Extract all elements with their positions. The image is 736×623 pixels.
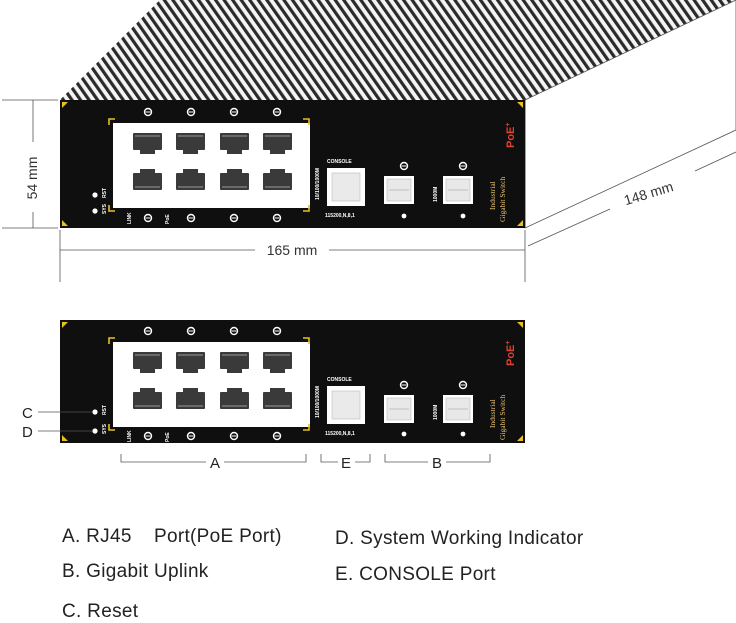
- rj45-port[interactable]: [173, 349, 208, 376]
- console-label: CONSOLE: [327, 377, 352, 383]
- sfp-port[interactable]: [442, 394, 474, 424]
- speed-label: 10/100/1000M: [315, 386, 321, 418]
- rj45-port[interactable]: [217, 166, 252, 193]
- rj45-port[interactable]: [130, 166, 165, 193]
- brand-line2: Gigabit Switch: [498, 177, 507, 222]
- callout-e: E: [341, 455, 351, 472]
- rj45-port[interactable]: [260, 166, 295, 193]
- poe-small-label: PoE: [165, 432, 171, 442]
- rj45-port[interactable]: [217, 385, 252, 412]
- brand-line1: Industrial: [488, 399, 497, 428]
- rj45-port[interactable]: [260, 349, 295, 376]
- depth-dimension: [527, 151, 736, 247]
- callout-b: B: [432, 455, 442, 472]
- reset-button[interactable]: [92, 409, 98, 415]
- rj45-port[interactable]: [130, 385, 165, 412]
- rst-label: RST: [102, 188, 108, 198]
- sfp-port[interactable]: [383, 394, 415, 424]
- sfp-port[interactable]: [442, 175, 474, 205]
- rj45-port[interactable]: [217, 349, 252, 376]
- baud-label: 115200,N,8,1: [325, 213, 355, 219]
- sys-label: SYS: [102, 203, 108, 214]
- link-label: LINK: [127, 430, 133, 442]
- legend-item-a: A. RJ45 Port(PoE Port): [62, 526, 282, 547]
- rst-label: RST: [102, 405, 108, 415]
- sys-label: SYS: [102, 423, 108, 434]
- rj45-port[interactable]: [130, 130, 165, 157]
- rj45-port[interactable]: [130, 349, 165, 376]
- rj45-port[interactable]: [217, 130, 252, 157]
- front-panel-view: LINK PoE 10/100/1000M RST SYS CONSOLE 11…: [22, 320, 525, 472]
- rj45-port[interactable]: [173, 166, 208, 193]
- isometric-switch-view: LINK PoE 10/100/1000M RST SYS CONSOLE 11…: [2, 0, 736, 282]
- sys-led: [92, 428, 98, 434]
- sfp-port[interactable]: [383, 175, 415, 205]
- legend-item-e: E. CONSOLE Port: [335, 564, 496, 585]
- brand-poe: PoE+: [505, 341, 517, 367]
- speed-label: 10/100/1000M: [315, 168, 321, 200]
- reset-button[interactable]: [92, 192, 98, 198]
- callout-a: A: [210, 455, 220, 472]
- height-label: 54 mm: [24, 157, 40, 200]
- legend-item-c: C. Reset: [62, 601, 139, 622]
- link-label: LINK: [127, 212, 133, 224]
- width-label: 165 mm: [267, 242, 318, 258]
- rj45-port[interactable]: [260, 130, 295, 157]
- legend-item-d: D. System Working Indicator: [335, 528, 584, 549]
- brand-poe: PoE+: [505, 123, 517, 149]
- width-dimension: [59, 230, 526, 282]
- baud-label: 115200,N,8,1: [325, 431, 355, 437]
- callout-c: C: [22, 405, 33, 422]
- brand-line2: Gigabit Switch: [498, 395, 507, 440]
- depth-label: 148 mm: [622, 178, 675, 208]
- callout-d: D: [22, 424, 33, 441]
- rj45-port[interactable]: [260, 385, 295, 412]
- rj45-port[interactable]: [173, 385, 208, 412]
- rj45-port[interactable]: [173, 130, 208, 157]
- legend-item-b: B. Gigabit Uplink: [62, 561, 209, 582]
- height-dimension: [2, 99, 58, 229]
- sfp-speed-label: 1000M: [433, 405, 439, 420]
- poe-small-label: PoE: [165, 214, 171, 224]
- brand-line1: Industrial: [488, 181, 497, 210]
- sys-led: [92, 208, 98, 214]
- sfp-speed-label: 1000M: [433, 187, 439, 202]
- console-label: CONSOLE: [327, 159, 352, 165]
